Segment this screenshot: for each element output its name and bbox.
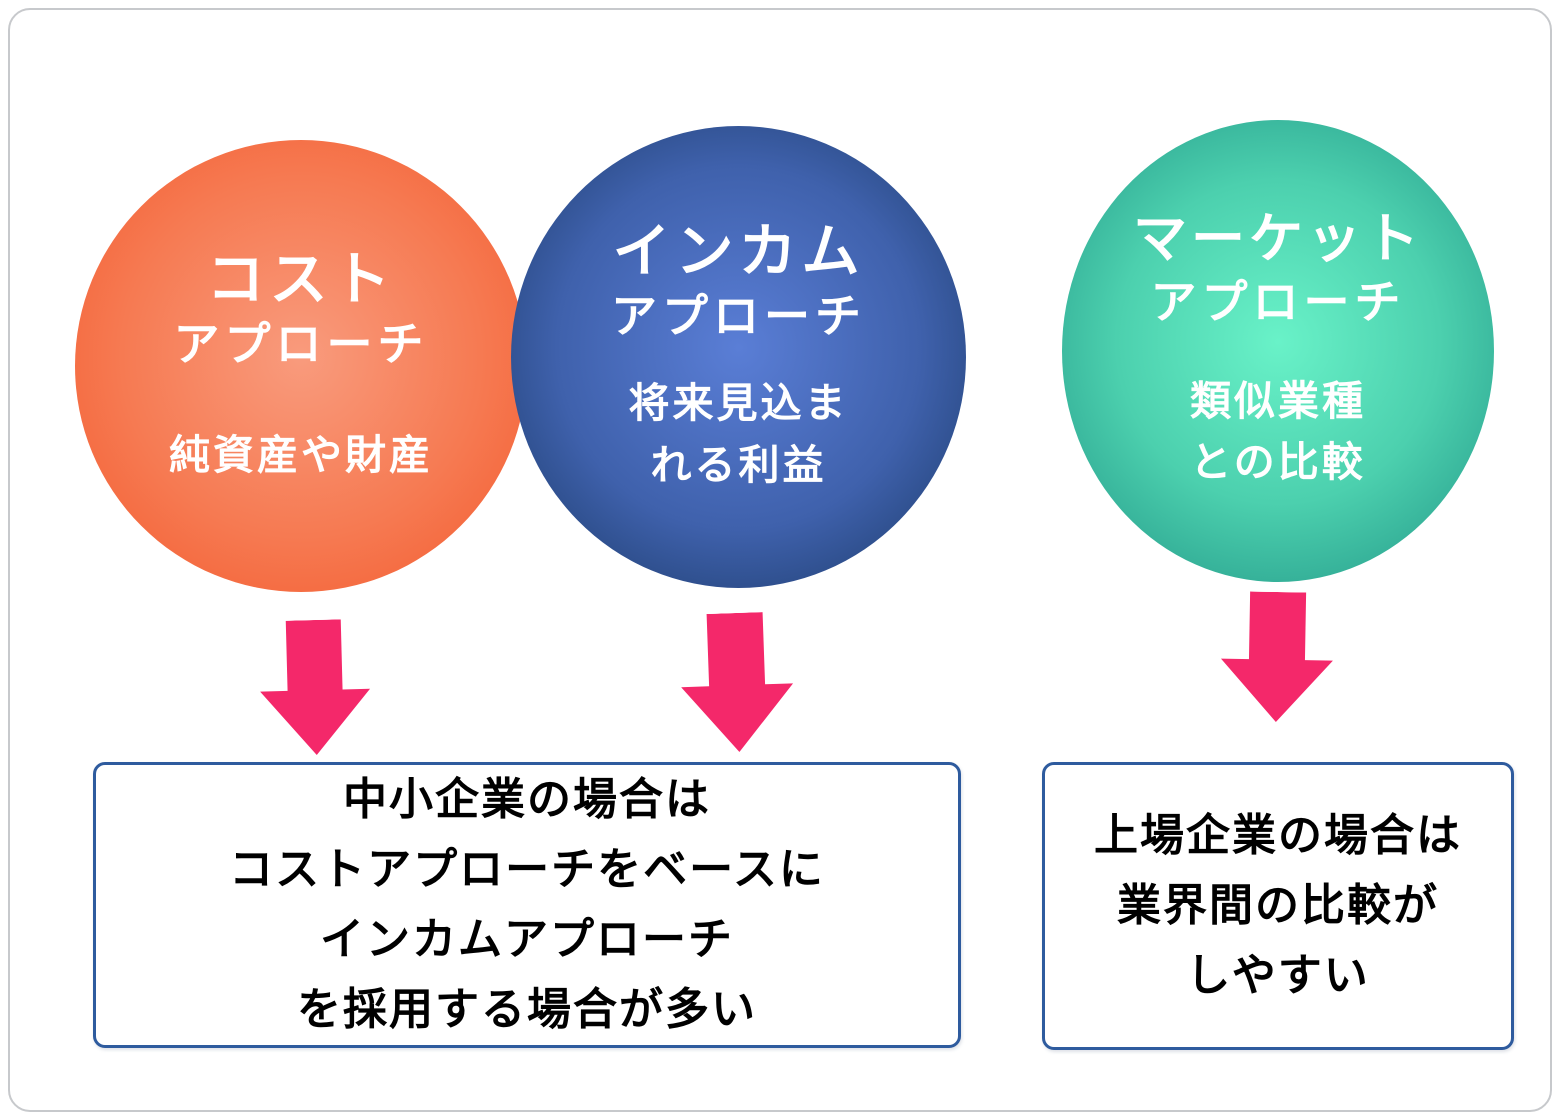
circle-income-approach: インカム アプローチ 将来見込ま れる利益 [511,126,966,588]
market-approach-desc-line: との比較 [1190,439,1366,486]
market-approach-description: 類似業種 との比較 [1190,371,1366,494]
market-approach-subtitle: アプローチ [1150,276,1406,328]
cost-approach-desc-line: 純資産や財産 [169,431,433,478]
listed-note-line: 上場企業の場合は [1094,811,1462,860]
income-approach-desc-line: 将来見込ま [628,380,849,427]
sme-note-line: コストアプローチをベースに [229,845,825,894]
circle-market-approach: マーケット アプローチ 類似業種 との比較 [1062,120,1494,582]
listed-note-line: しやすい [1186,951,1370,1000]
circle-cost-approach: コスト アプローチ 純資産や財産 [75,140,527,592]
listed-company-note-box: 上場企業の場合は 業界間の比較が しやすい [1042,762,1514,1050]
cost-approach-subtitle: アプローチ [173,318,429,371]
income-approach-description: 将来見込ま れる利益 [629,373,849,496]
income-approach-subtitle: アプローチ [611,290,866,343]
market-approach-title: マーケット [1133,209,1423,270]
cost-approach-description: 純資産や財産 [169,425,433,487]
sme-note-box: 中小企業の場合は コストアプローチをベースに インカムアプローチ を採用する場合… [93,762,961,1048]
sme-note-line: を採用する場合が多い [297,985,757,1034]
sme-note-line: 中小企業の場合は [343,775,711,824]
income-approach-desc-line: れる利益 [650,441,827,488]
market-approach-desc-line: 類似業種 [1190,377,1366,424]
sme-note-line: インカムアプローチ [320,915,734,964]
cost-approach-title: コスト [206,246,396,312]
income-approach-title: インカム [612,218,865,284]
listed-note-line: 業界間の比較が [1117,881,1439,930]
